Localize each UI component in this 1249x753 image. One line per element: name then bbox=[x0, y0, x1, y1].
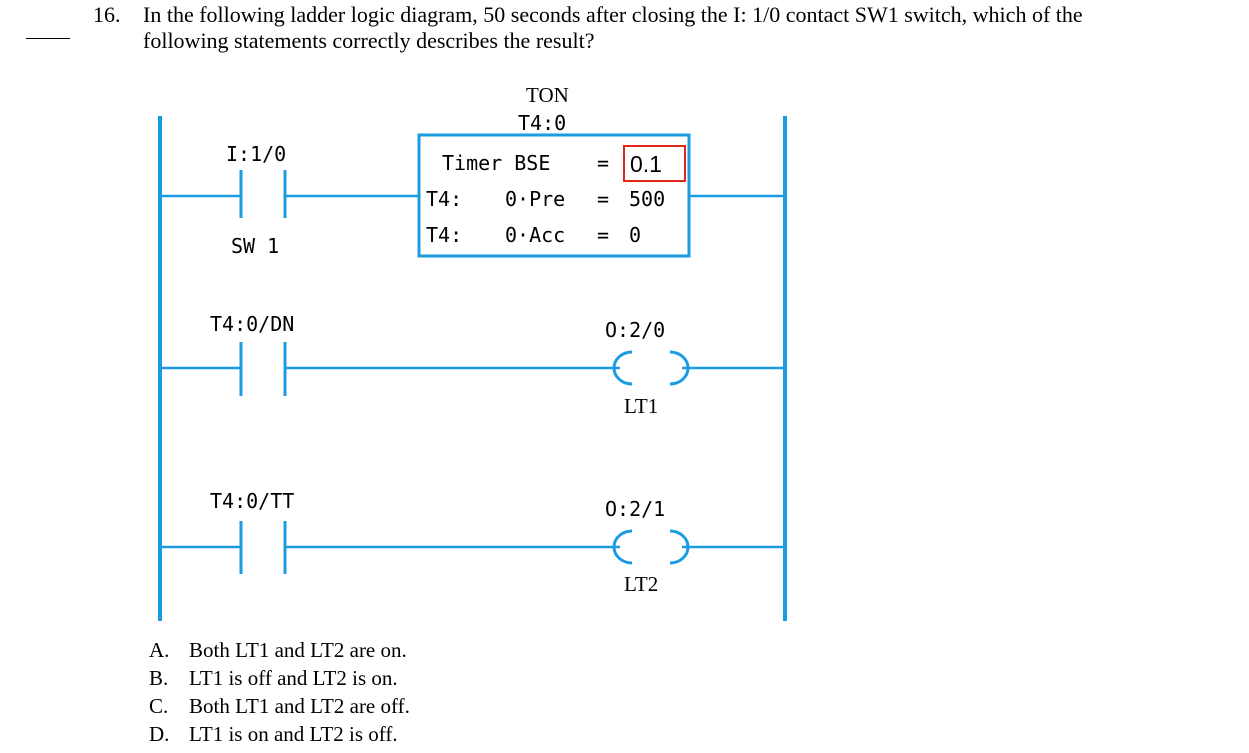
timer-base-highlight-box bbox=[623, 145, 686, 182]
timer-acc-prefix: T4: bbox=[426, 223, 462, 247]
coil-lt2-left-arc bbox=[612, 529, 633, 565]
timer-pre-value: 500 bbox=[629, 187, 665, 211]
answer-options: A. Both LT1 and LT2 are on. B. LT1 is off … bbox=[149, 636, 410, 748]
option-letter: B. bbox=[149, 666, 169, 690]
option-text: LT1 is on and LT2 is off. bbox=[189, 722, 398, 746]
question-line-2: following statements correctly describes… bbox=[143, 28, 595, 53]
option-c[interactable]: C. Both LT1 and LT2 are off. bbox=[149, 692, 410, 720]
contact-address-t4-0-tt: T4:0/TT bbox=[210, 489, 294, 513]
timer-acc-eq: = bbox=[597, 223, 609, 247]
coil-address-o2-0: O:2/0 bbox=[605, 318, 665, 342]
answer-blank bbox=[26, 38, 70, 39]
option-a[interactable]: A. Both LT1 and LT2 are on. bbox=[149, 636, 410, 664]
rung-1: I:1/0 SW 1 TON T4:0 Timer BSE = 0.1 T4: … bbox=[160, 83, 785, 258]
question-line-1: In the following ladder logic diagram, 5… bbox=[143, 2, 1083, 27]
timer-type: TON bbox=[526, 83, 569, 107]
timer-pre-prefix: T4: bbox=[426, 187, 462, 211]
rung-2: T4:0/DN O:2/0 LT1 bbox=[160, 312, 785, 418]
option-letter: D. bbox=[149, 722, 170, 746]
question-number: 16. bbox=[93, 2, 121, 27]
option-d[interactable]: D. LT1 is on and LT2 is off. bbox=[149, 720, 410, 748]
question-text: In the following ladder logic diagram, 5… bbox=[143, 2, 1233, 54]
timer-base-name: Timer BSE bbox=[442, 151, 550, 175]
timer-base-eq: = bbox=[597, 151, 609, 175]
timer-base-value: 0.1 bbox=[630, 151, 662, 177]
coil-label-lt1: LT1 bbox=[624, 394, 658, 418]
coil-label-lt2: LT2 bbox=[624, 572, 658, 596]
rung-3: T4:0/TT O:2/1 LT2 bbox=[160, 489, 785, 596]
contact-label-sw1: SW 1 bbox=[231, 234, 279, 258]
option-b[interactable]: B. LT1 is off and LT2 is on. bbox=[149, 664, 410, 692]
contact-address-t4-0-dn: T4:0/DN bbox=[210, 312, 294, 336]
coil-address-o2-1: O:2/1 bbox=[605, 497, 665, 521]
timer-acc-name: 0·Acc bbox=[505, 223, 565, 247]
option-letter: A. bbox=[149, 638, 170, 662]
contact-address-i1-0: I:1/0 bbox=[226, 142, 286, 166]
option-text: Both LT1 and LT2 are on. bbox=[189, 638, 407, 662]
ton-timer-block bbox=[417, 133, 691, 258]
timer-pre-name: 0·Pre bbox=[505, 187, 565, 211]
coil-lt1-left-arc bbox=[612, 350, 633, 386]
timer-address: T4:0 bbox=[518, 111, 566, 135]
option-letter: C. bbox=[149, 694, 169, 718]
option-text: LT1 is off and LT2 is on. bbox=[189, 666, 398, 690]
timer-pre-eq: = bbox=[597, 187, 609, 211]
timer-acc-value: 0 bbox=[629, 223, 641, 247]
option-text: Both LT1 and LT2 are off. bbox=[189, 694, 410, 718]
